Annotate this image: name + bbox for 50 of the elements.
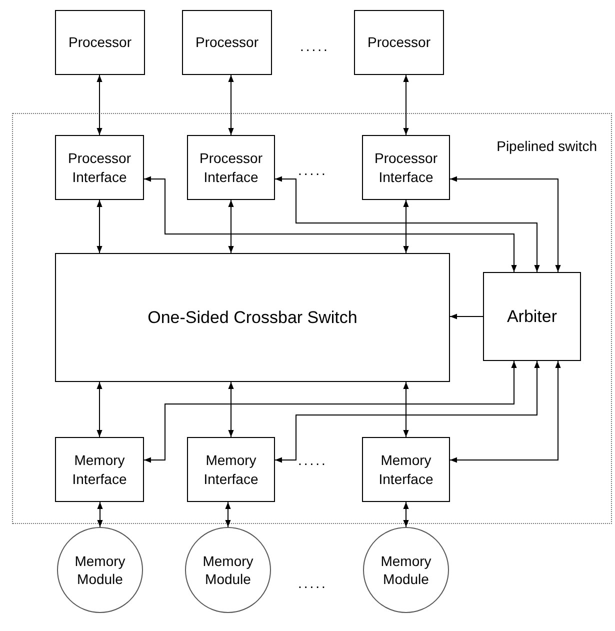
block-label: Memory Module: [202, 552, 254, 588]
block-label: Memory Interface: [202, 451, 260, 488]
block-label: Processor: [194, 33, 260, 52]
block-label: Memory Interface: [71, 451, 128, 488]
connector-arrow: [96, 200, 102, 254]
block-label: Processor: [366, 33, 432, 52]
connector-arrow: [450, 314, 484, 320]
block-label: Processor: [67, 33, 133, 52]
connector-arrow: [225, 502, 231, 528]
block-box: [55, 10, 145, 75]
connector-arrow: [403, 74, 409, 136]
connector-arrow: [97, 502, 103, 528]
block-label: Arbiter: [506, 306, 558, 328]
connector-arrow: [403, 502, 409, 528]
connector-arrow: [274, 360, 540, 463]
block-box: [55, 253, 450, 382]
block-box: [362, 437, 450, 502]
connector-arrow: [274, 176, 540, 272]
block-box: [354, 10, 444, 75]
connector-arrow: [228, 200, 234, 254]
block-box: [187, 135, 275, 200]
block-box: [483, 272, 581, 361]
ellipsis-label: .....: [298, 161, 328, 180]
block-label: Memory Module: [74, 552, 126, 588]
connector-arrow: [228, 382, 234, 438]
connector-arrow: [403, 382, 409, 438]
block-label: One-Sided Crossbar Switch: [146, 306, 358, 328]
connector-arrow: [450, 176, 561, 272]
switch-boundary: [12, 113, 612, 524]
block-label: Processor Interface: [198, 149, 264, 186]
block-label: Processor Interface: [373, 149, 439, 186]
region-label: Pipelined switch: [496, 137, 597, 156]
block-box: [55, 437, 144, 502]
ellipsis-label: .....: [300, 37, 330, 56]
block-label: Processor Interface: [66, 149, 132, 186]
ellipsis-label: .....: [298, 574, 328, 593]
connector-arrow: [96, 74, 102, 136]
block-box: [55, 135, 144, 200]
connector-arrow: [450, 360, 561, 463]
block-label: Memory Module: [380, 552, 432, 588]
ellipsis-label: .....: [298, 451, 328, 470]
connector-arrow: [144, 360, 517, 463]
connector-arrow: [144, 176, 517, 272]
block-label: Memory Interface: [378, 451, 434, 488]
connector-arrow: [96, 382, 102, 438]
connector-arrow: [228, 74, 234, 136]
connector-arrow: [403, 200, 409, 254]
block-box: [187, 437, 275, 502]
block-box: [182, 10, 272, 75]
block-box: [362, 135, 450, 200]
